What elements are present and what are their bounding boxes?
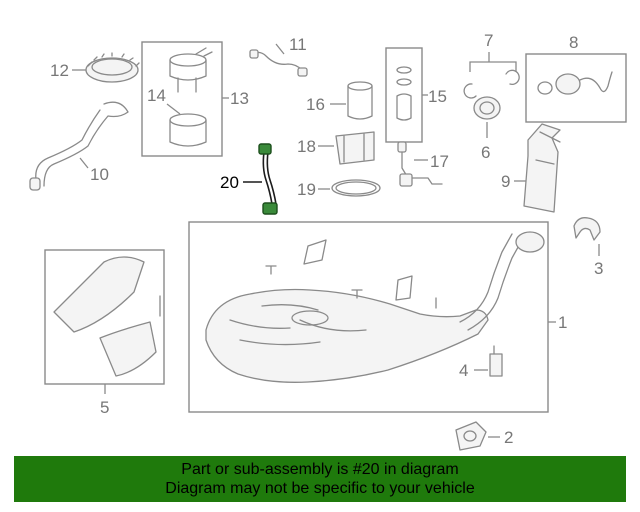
part-18-holder[interactable]: [335, 131, 375, 165]
callout-14: 14: [147, 86, 166, 105]
callout-11: 11: [289, 35, 307, 54]
part-10-tube[interactable]: [29, 101, 129, 191]
part-7-clips[interactable]: [463, 69, 520, 99]
callout-5: 5: [100, 398, 109, 417]
callout-9: 9: [501, 172, 510, 191]
parts-diagram: 12 14 13 11 10 16 15: [29, 31, 627, 451]
part-3-clip[interactable]: [573, 217, 601, 241]
banner-line-2: Diagram may not be specific to your vehi…: [165, 480, 475, 497]
callout-17: 17: [430, 152, 449, 171]
callout-16: 16: [306, 95, 325, 114]
callout-12: 12: [50, 61, 69, 80]
callout-10: 10: [90, 165, 109, 184]
callout-4: 4: [459, 361, 468, 380]
callout-20: 20: [220, 173, 239, 192]
part-17-sender[interactable]: [397, 141, 443, 187]
part-13-fuel-pump[interactable]: [169, 47, 213, 93]
part-12-lock-ring[interactable]: [85, 52, 140, 83]
part-13-frame: [141, 41, 223, 157]
banner-line-1: Part or sub-assembly is #20 in diagram: [181, 461, 459, 478]
part-8-fuel-cap[interactable]: [537, 71, 613, 95]
part-16-canister[interactable]: [347, 81, 373, 120]
callout-1: 1: [558, 313, 567, 332]
part-20-wire-harness[interactable]: [258, 143, 278, 215]
info-banner: Part or sub-assembly is #20 in diagram D…: [14, 456, 626, 502]
part-14-filter[interactable]: [169, 113, 207, 147]
part-8-frame: [525, 53, 627, 123]
part-4-clamp[interactable]: [489, 345, 503, 377]
part-15-regulator[interactable]: [396, 66, 412, 121]
callout-7: 7: [484, 31, 493, 50]
part-11-harness[interactable]: [249, 49, 308, 77]
callout-18: 18: [297, 137, 316, 156]
part-2-grommet[interactable]: [455, 421, 487, 451]
callout-2: 2: [504, 428, 513, 447]
callout-15: 15: [428, 87, 447, 106]
callout-6: 6: [481, 143, 490, 162]
callout-8: 8: [569, 33, 578, 52]
part-1-frame: [188, 221, 549, 413]
part-19-o-ring[interactable]: [331, 179, 381, 197]
part-9-filler-bracket[interactable]: [523, 123, 561, 213]
part-6-seal[interactable]: [473, 96, 501, 120]
part-15-frame: [385, 47, 423, 143]
callout-19: 19: [297, 180, 316, 199]
callout-13: 13: [230, 89, 249, 108]
part-1-fuel-tank[interactable]: [205, 231, 545, 383]
part-5-protector[interactable]: [53, 256, 161, 377]
callout-3: 3: [594, 259, 603, 278]
